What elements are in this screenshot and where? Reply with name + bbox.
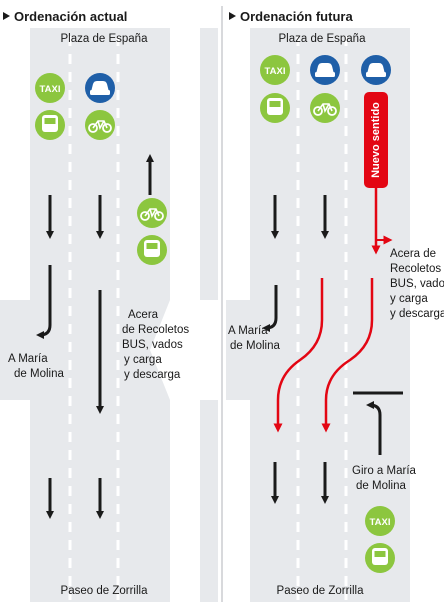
- turn-left-arrow-icon: [36, 265, 52, 339]
- sidewalk-left: [0, 28, 30, 300]
- red-curve-arrow-icon: [321, 278, 374, 433]
- side-note-line: y carga: [390, 293, 428, 305]
- red-curve-arrow-icon: [273, 278, 324, 433]
- giro-label-line2: de Molina: [356, 480, 406, 492]
- sidewalk-left-lower: [226, 400, 250, 602]
- bus-icon: [365, 543, 395, 573]
- car-icon: [361, 55, 391, 85]
- bike-icon: [85, 110, 115, 140]
- bottom-place-label: Paseo de Zorrilla: [61, 585, 149, 597]
- taxi-icon: TAXI: [365, 506, 395, 536]
- side-note-line: BUS, vados: [390, 278, 444, 290]
- sidewalk-left-lower: [0, 400, 30, 602]
- panel-current: Ordenación actual Plaza de España Paseo …: [0, 9, 218, 602]
- side-note-line: Recoletos: [390, 263, 441, 275]
- side-note-line: BUS, vados: [122, 339, 183, 351]
- turn-label-line1: A María: [8, 353, 48, 365]
- top-place-label: Plaza de España: [61, 33, 149, 45]
- turn-arrow-icon: [366, 401, 382, 455]
- turn-label-line2: de Molina: [14, 368, 64, 380]
- turn-label-line1: A María: [228, 325, 268, 337]
- taxi-icon: TAXI: [260, 55, 290, 85]
- taxi-text: TAXI: [370, 517, 391, 528]
- car-icon: [310, 55, 340, 85]
- giro-label-line1: Giro a María: [352, 465, 417, 477]
- bike-icon: [310, 93, 340, 123]
- bike-icon: [137, 198, 167, 228]
- bottom-place-label: Paseo de Zorrilla: [277, 585, 365, 597]
- road-surface: [226, 28, 444, 602]
- side-note-line: y descarga: [124, 369, 181, 381]
- side-note-line: Acera de: [390, 248, 436, 260]
- turn-left-arrow-icon: [262, 285, 278, 332]
- side-note: Acera de Recoletos BUS, vados y carga y …: [122, 309, 189, 381]
- turn-label-line2: de Molina: [230, 340, 280, 352]
- top-place-label: Plaza de España: [279, 33, 367, 45]
- new-direction-label: Nuevo sentido: [370, 102, 382, 178]
- side-note-line: y descarga: [390, 308, 444, 320]
- title-marker-icon: [3, 12, 10, 20]
- taxi-icon: TAXI: [35, 73, 65, 103]
- side-note-line: y carga: [124, 354, 162, 366]
- bus-icon: [260, 93, 290, 123]
- side-note-line: Acera: [128, 309, 159, 321]
- side-note-line: de Recoletos: [122, 324, 189, 336]
- car-icon: [85, 73, 115, 103]
- sidewalk-left: [226, 28, 250, 300]
- panel-future: Ordenación futura Plaza de España Paseo …: [226, 9, 444, 602]
- sidewalk-right: [410, 28, 444, 602]
- bus-icon: [35, 110, 65, 140]
- title-marker-icon: [229, 12, 236, 20]
- bus-icon: [137, 235, 167, 265]
- panel-title: Ordenación actual: [14, 9, 127, 24]
- side-note: Acera de Recoletos BUS, vados y carga y …: [390, 248, 444, 320]
- taxi-text: TAXI: [40, 84, 61, 95]
- taxi-text: TAXI: [265, 66, 286, 77]
- median-gap: [150, 300, 218, 400]
- panel-title: Ordenación futura: [240, 9, 353, 24]
- new-direction-badge: Nuevo sentido: [364, 92, 388, 188]
